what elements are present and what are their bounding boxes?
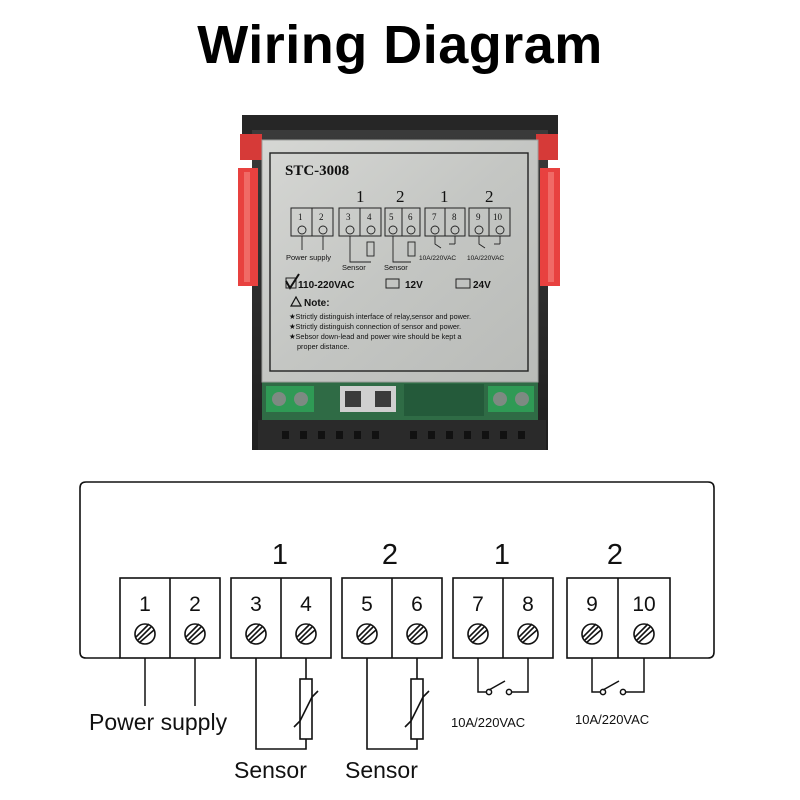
label-terminal-6: 6 bbox=[408, 212, 413, 222]
label-terminal-7: 7 bbox=[432, 212, 437, 222]
diagram-terminal-8: 8 bbox=[522, 593, 534, 616]
label-terminal-5: 5 bbox=[389, 212, 394, 222]
label-group-2: 2 bbox=[396, 187, 405, 206]
diagram-group-3: 1 bbox=[494, 539, 510, 571]
device-label-plate bbox=[261, 139, 539, 383]
right-mounting-clip bbox=[536, 134, 560, 286]
pcb-strip bbox=[262, 380, 538, 420]
diagram-group-2: 2 bbox=[382, 539, 398, 571]
note-line-1: ★Strictly distinguish interface of relay… bbox=[289, 312, 471, 321]
diagram-terminal-10: 10 bbox=[632, 593, 655, 616]
screw-icon bbox=[184, 623, 206, 645]
terminal-screws bbox=[134, 623, 655, 645]
diagram-group-4: 2 bbox=[607, 539, 623, 571]
voltage-option-12v: 12V bbox=[385, 278, 423, 291]
label-group-3: 1 bbox=[440, 187, 449, 206]
label-terminal-3: 3 bbox=[346, 212, 351, 222]
diagram-terminal-5: 5 bbox=[361, 593, 373, 616]
label-power-supply: Power supply bbox=[286, 253, 331, 262]
label-terminal-4: 4 bbox=[367, 212, 372, 222]
diagram-terminal-6: 6 bbox=[411, 593, 423, 616]
checkmark-icon bbox=[285, 273, 300, 290]
label-wires bbox=[301, 236, 501, 263]
left-mounting-clip bbox=[238, 134, 262, 286]
diagram-terminal-3: 3 bbox=[250, 593, 262, 616]
diagram-terminal-1: 1 bbox=[139, 593, 151, 616]
caption-sensor-1: Sensor bbox=[234, 757, 307, 783]
note-title: Note: bbox=[304, 298, 330, 309]
sensor-1-wiring bbox=[255, 658, 319, 750]
relay-area bbox=[404, 384, 484, 416]
screw-icon bbox=[406, 623, 428, 645]
label-terminal-9: 9 bbox=[476, 212, 481, 222]
voltage-option-label-1: 110-220VAC bbox=[298, 280, 355, 291]
screw-icon bbox=[295, 623, 317, 645]
voltage-option-110-220: 110-220VAC bbox=[285, 273, 355, 291]
note-line-3: ★Sebsor down-lead and power wire should … bbox=[289, 332, 462, 341]
caption-relay-1-rating: 10A/220VAC bbox=[451, 715, 525, 730]
diagram-group-1: 1 bbox=[272, 539, 288, 571]
voltage-option-label-2: 12V bbox=[405, 280, 423, 291]
screw-icon bbox=[134, 623, 156, 645]
label-group-1: 1 bbox=[356, 187, 365, 206]
screw-icon bbox=[467, 623, 489, 645]
note-line-2: ★Strictly distinguish connection of sens… bbox=[289, 322, 461, 331]
label-terminal-8: 8 bbox=[452, 212, 457, 222]
enclosure-outline bbox=[79, 481, 715, 659]
caption-power-supply: Power supply bbox=[89, 709, 228, 735]
diagram-terminal-9: 9 bbox=[586, 593, 598, 616]
note-line-4: proper distance. bbox=[297, 342, 349, 351]
diagram-terminal-2: 2 bbox=[189, 593, 201, 616]
screw-icon bbox=[581, 623, 603, 645]
housing-vents bbox=[282, 431, 525, 439]
label-terminal-2: 2 bbox=[319, 212, 324, 222]
diagram-terminal-4: 4 bbox=[300, 593, 312, 616]
label-border bbox=[269, 152, 529, 372]
label-screws bbox=[297, 225, 505, 235]
label-relay-1-rating: 10A/220VAC bbox=[419, 255, 456, 262]
screw-icon bbox=[245, 623, 267, 645]
power-supply-leads bbox=[144, 658, 196, 706]
warning-icon bbox=[289, 295, 303, 307]
diagram-terminal-7: 7 bbox=[472, 593, 484, 616]
label-relay-2-rating: 10A/220VAC bbox=[467, 255, 504, 262]
label-terminal-10: 10 bbox=[493, 212, 503, 222]
voltage-option-24v: 24V bbox=[455, 278, 491, 291]
sensor-2-wiring bbox=[366, 658, 430, 750]
label-sensor-2: Sensor bbox=[384, 263, 408, 272]
label-group-4: 2 bbox=[485, 187, 494, 206]
label-model: STC-3008 bbox=[285, 163, 349, 179]
page-title: Wiring Diagram bbox=[197, 15, 603, 75]
screw-icon bbox=[633, 623, 655, 645]
caption-sensor-2: Sensor bbox=[345, 757, 418, 783]
relay-2-contact bbox=[591, 658, 645, 696]
screw-icon bbox=[356, 623, 378, 645]
label-terminal-1: 1 bbox=[298, 212, 303, 222]
voltage-option-label-3: 24V bbox=[473, 280, 491, 291]
caption-relay-2-rating: 10A/220VAC bbox=[575, 712, 649, 727]
screw-icon bbox=[517, 623, 539, 645]
relay-1-contact bbox=[477, 658, 529, 696]
label-terminal-row bbox=[290, 207, 511, 237]
label-sensor-1: Sensor bbox=[342, 263, 366, 272]
terminal-blocks bbox=[119, 577, 671, 659]
